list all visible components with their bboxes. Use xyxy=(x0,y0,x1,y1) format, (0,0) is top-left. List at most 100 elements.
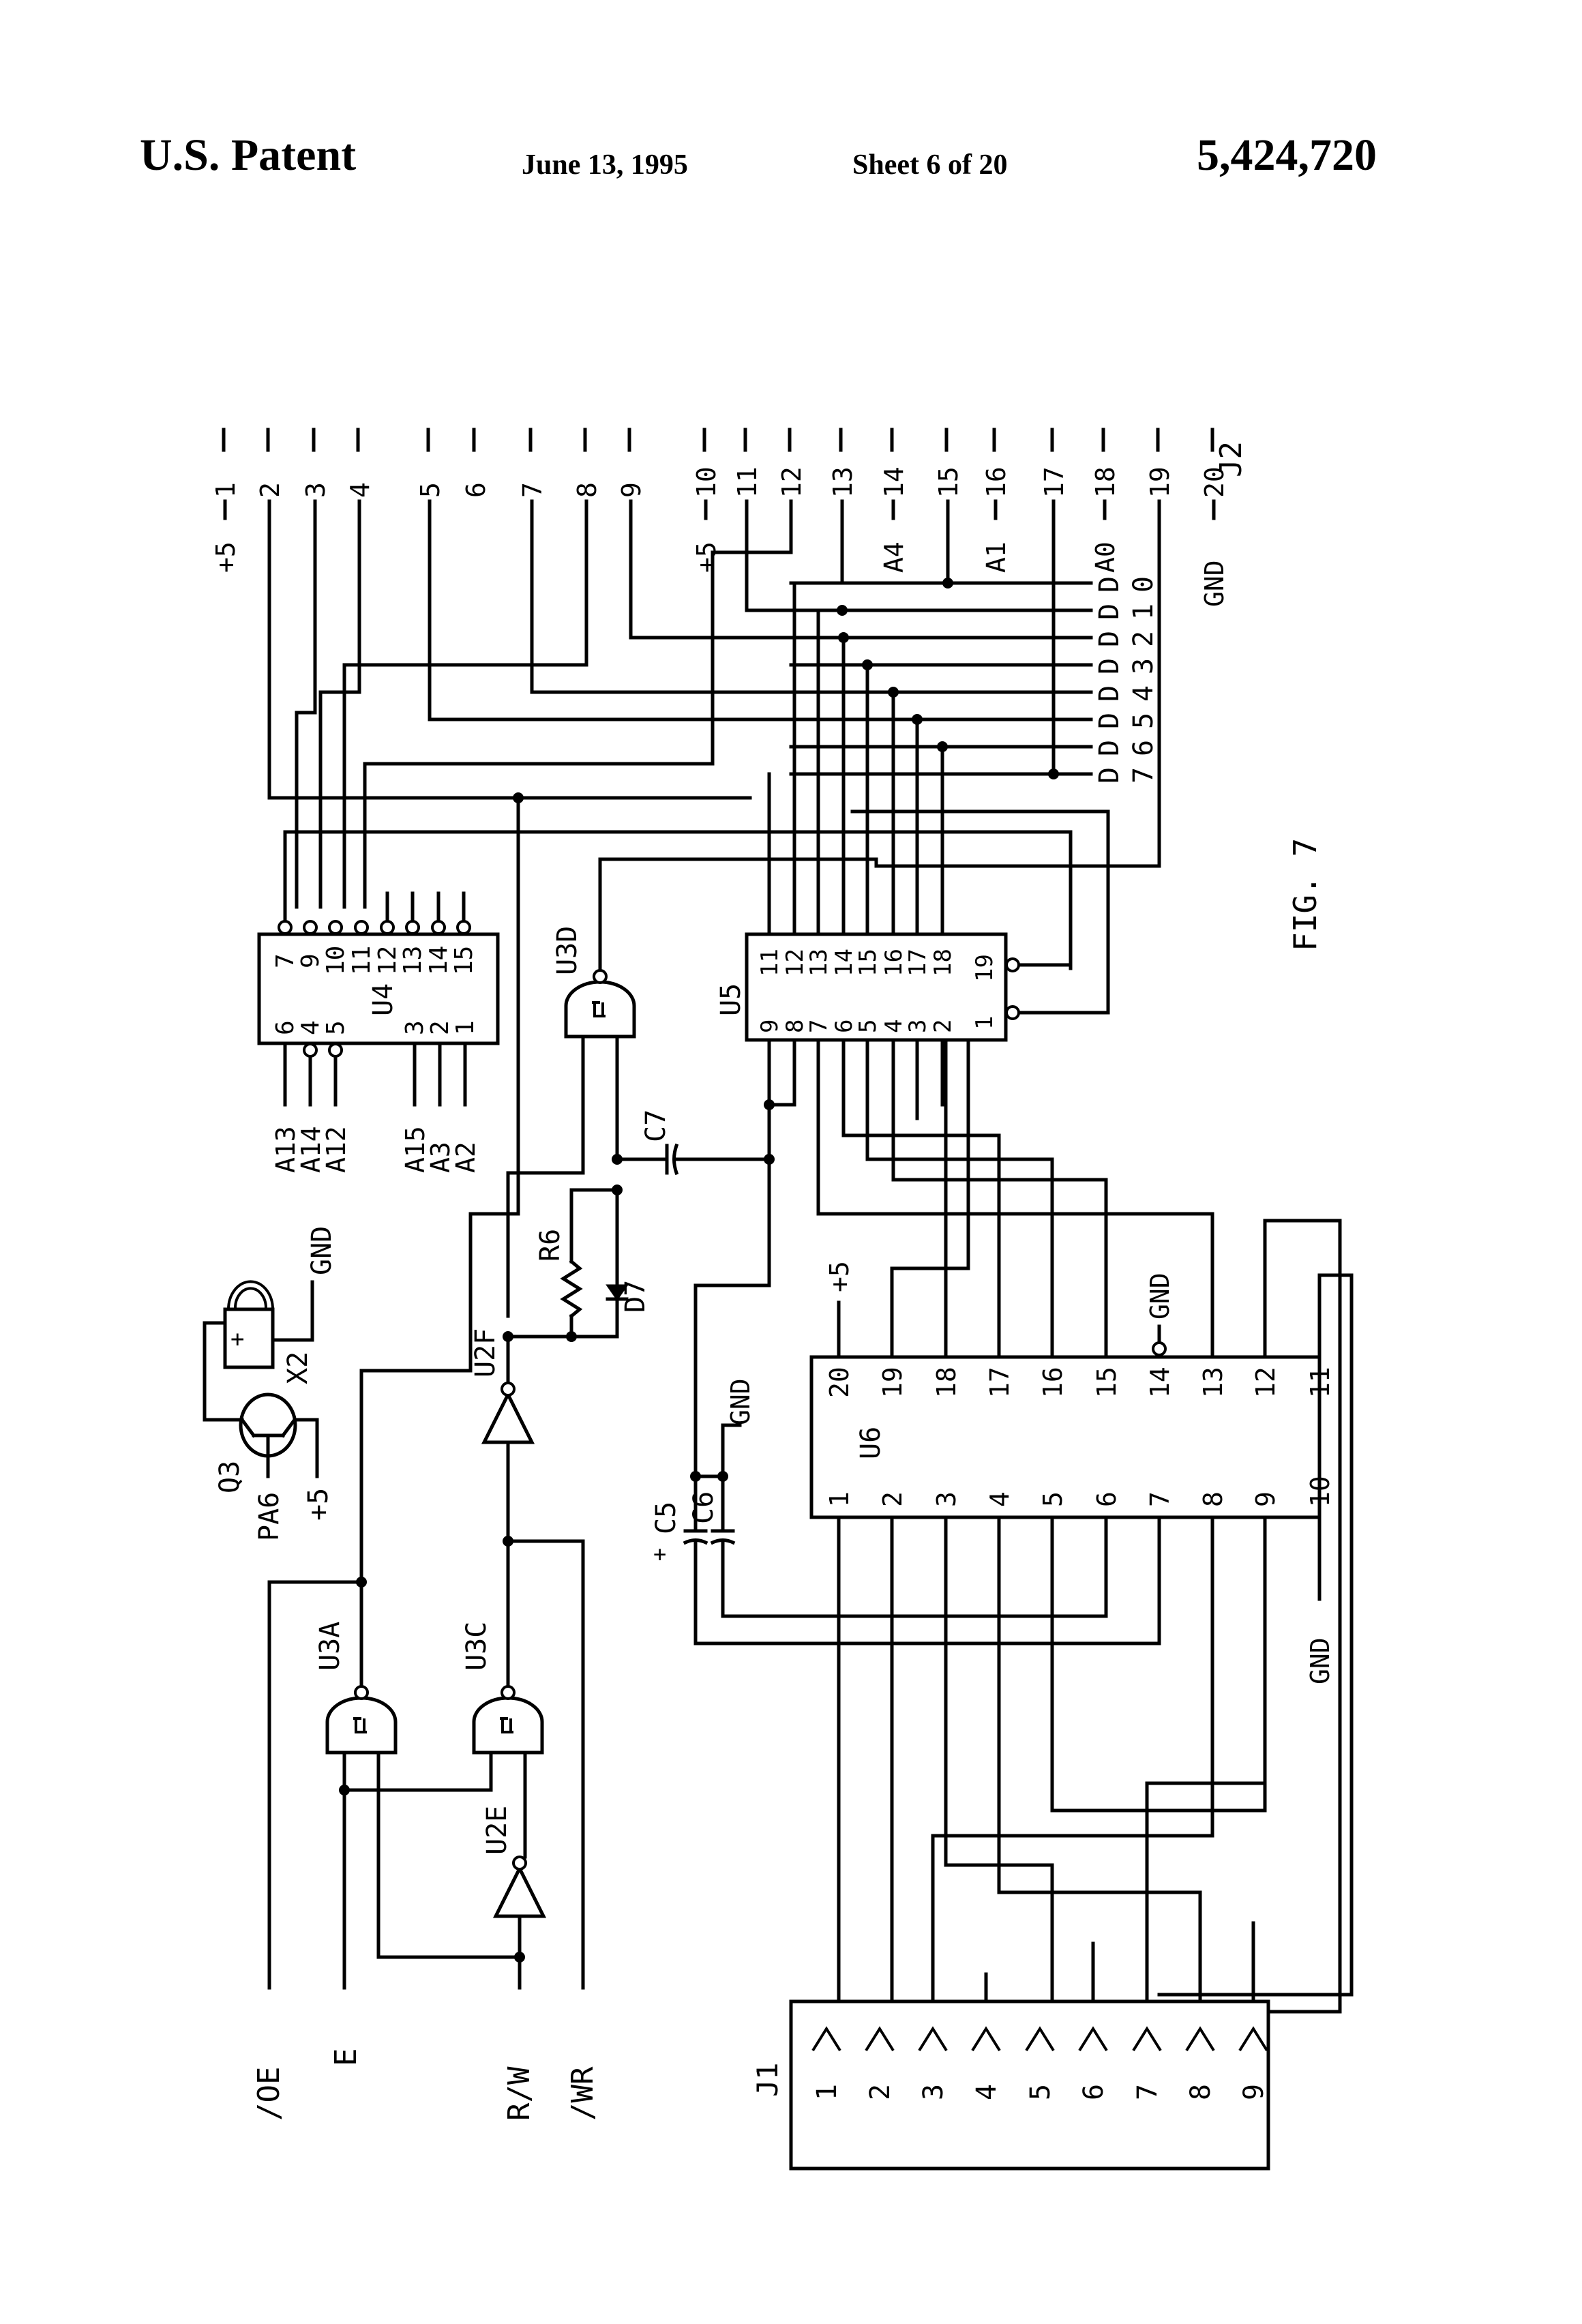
data-bus-letter: D xyxy=(1094,713,1125,729)
inversion-bubble xyxy=(1153,1343,1165,1355)
u5-pin-number: 5 xyxy=(854,1019,882,1033)
data-bus-digit: 5 xyxy=(1128,713,1159,729)
r6-label: R6 xyxy=(535,1229,566,1262)
j2-pin-number: 2 xyxy=(255,482,285,498)
u5-pin-number: 13 xyxy=(805,949,833,977)
u2f-inverter xyxy=(484,1395,532,1442)
u6-pin-number: 8 xyxy=(1198,1491,1228,1507)
j2-pin-number: 19 xyxy=(1145,466,1175,498)
wire-u5-9-8 xyxy=(769,1040,794,1105)
j2-pin-number: 5 xyxy=(415,482,445,498)
u4-pin-number: 7 xyxy=(271,953,299,968)
u6-pin-number: 5 xyxy=(1038,1491,1068,1507)
u6-pin-number: 4 xyxy=(985,1491,1015,1507)
j2-signal-label: GND xyxy=(1199,560,1229,607)
junction-dot xyxy=(356,1577,367,1588)
wire-d7-bot xyxy=(508,1299,617,1337)
data-bus-letter: D xyxy=(1094,604,1125,620)
u6-pin-number: 2 xyxy=(878,1491,908,1507)
junction-dot xyxy=(566,1331,577,1342)
inversion-bubble xyxy=(304,921,316,934)
j2-signal-label: A0 xyxy=(1090,541,1120,573)
inversion-bubble xyxy=(1006,959,1019,971)
wire-j2-4 xyxy=(320,501,359,907)
u6-pin-number: 7 xyxy=(1145,1491,1175,1507)
q3-supply-label: +5 xyxy=(303,1488,334,1521)
u6-pin-number: 15 xyxy=(1092,1367,1122,1398)
u4-address-label: A12 xyxy=(321,1126,351,1173)
u4-pin-number: 4 xyxy=(297,1020,325,1035)
u5-pin-number: 9 xyxy=(756,1019,783,1033)
data-bus-digit: 3 xyxy=(1128,658,1159,674)
c6-label: C6 xyxy=(688,1491,719,1524)
u3c-nand-gate xyxy=(474,1698,542,1753)
data-bus-letter: D xyxy=(1094,658,1125,674)
junction-dot xyxy=(862,659,873,670)
u6-pin-number: 11 xyxy=(1305,1367,1335,1398)
u4-pin-number: 2 xyxy=(426,1020,454,1035)
q3-emitter xyxy=(242,1420,254,1435)
control-signal-label: R/W xyxy=(502,2066,537,2121)
u3a-label: U3A xyxy=(314,1622,346,1671)
junction-dot xyxy=(1048,769,1059,779)
wires xyxy=(205,430,1352,2029)
u6-pin-number: 19 xyxy=(878,1367,908,1398)
u3c-label: U3C xyxy=(461,1622,492,1671)
u4-pin-number: 3 xyxy=(401,1020,429,1035)
wire-u3a-u3c xyxy=(344,1753,491,1790)
data-bus-letter: D xyxy=(1094,685,1125,702)
u4-pin-number: 14 xyxy=(425,946,453,975)
u6-pin-number: 9 xyxy=(1251,1491,1281,1507)
j2-signal-label: +5 xyxy=(211,541,241,573)
x2-polarity: + xyxy=(230,1326,244,1353)
inversion-bubble xyxy=(355,921,368,934)
j2-pin-number: 16 xyxy=(981,466,1011,498)
j1-pin-number: 7 xyxy=(1132,2084,1163,2100)
inversion-bubble xyxy=(594,970,606,983)
inversion-bubble xyxy=(432,921,445,934)
j2-pin-number: 4 xyxy=(345,482,375,498)
u6-vcc-label: +5 xyxy=(824,1261,854,1292)
u5-pin-number: 17 xyxy=(904,949,931,977)
u4-pin-number: 1 xyxy=(451,1020,479,1035)
u4-pin-number: 15 xyxy=(450,946,478,975)
j2-pin-number: 1 xyxy=(211,482,241,498)
c5-label: C5 xyxy=(651,1502,682,1534)
junction-dot xyxy=(912,714,923,725)
data-bus-digit: 1 xyxy=(1128,604,1159,620)
inversion-bubble xyxy=(502,1383,514,1395)
control-signal-label: /WR xyxy=(565,2066,600,2121)
wire-q3-supply xyxy=(295,1420,317,1476)
u5-pin-number: 8 xyxy=(781,1019,809,1033)
u5-pin-number: 19 xyxy=(971,954,998,982)
data-bus-letter: D xyxy=(1094,767,1125,784)
u3d-nand-gate xyxy=(566,982,634,1037)
u4-pin-number: 5 xyxy=(322,1020,350,1035)
u5-pin-number: 18 xyxy=(929,949,957,977)
j1-pin-number: 2 xyxy=(865,2084,896,2100)
u6-pin-number: 1 xyxy=(824,1491,854,1507)
j2-pin-number: 10 xyxy=(691,466,721,498)
u2e-label: U2E xyxy=(481,1806,513,1855)
j2-pin-number: 17 xyxy=(1039,466,1069,498)
inversion-bubble xyxy=(502,1686,514,1699)
u6-pin-number: 13 xyxy=(1198,1367,1228,1398)
q3-label: Q3 xyxy=(214,1461,245,1493)
u6-pin-number: 20 xyxy=(824,1367,854,1398)
wire-x2-gnd xyxy=(273,1282,312,1340)
data-bus-digit: 2 xyxy=(1128,631,1159,647)
wire-u6-16 xyxy=(867,1040,1052,1357)
data-bus-digit: 7 xyxy=(1128,767,1159,784)
u5-pin-number: 14 xyxy=(831,949,858,977)
u6-pin-number: 16 xyxy=(1038,1367,1068,1398)
data-bus-digit: 6 xyxy=(1128,740,1159,756)
j2-pin-number: 13 xyxy=(828,466,858,498)
control-signal-label: E xyxy=(329,2049,363,2067)
u5-pin-number: 11 xyxy=(756,949,783,977)
j2-pin-number: 8 xyxy=(572,482,602,498)
u5-pin-number: 7 xyxy=(805,1019,833,1033)
u4-pin-number: 12 xyxy=(374,946,402,975)
c6-gnd-label: GND xyxy=(726,1378,756,1425)
u6-ref-label: U6 xyxy=(855,1427,886,1459)
